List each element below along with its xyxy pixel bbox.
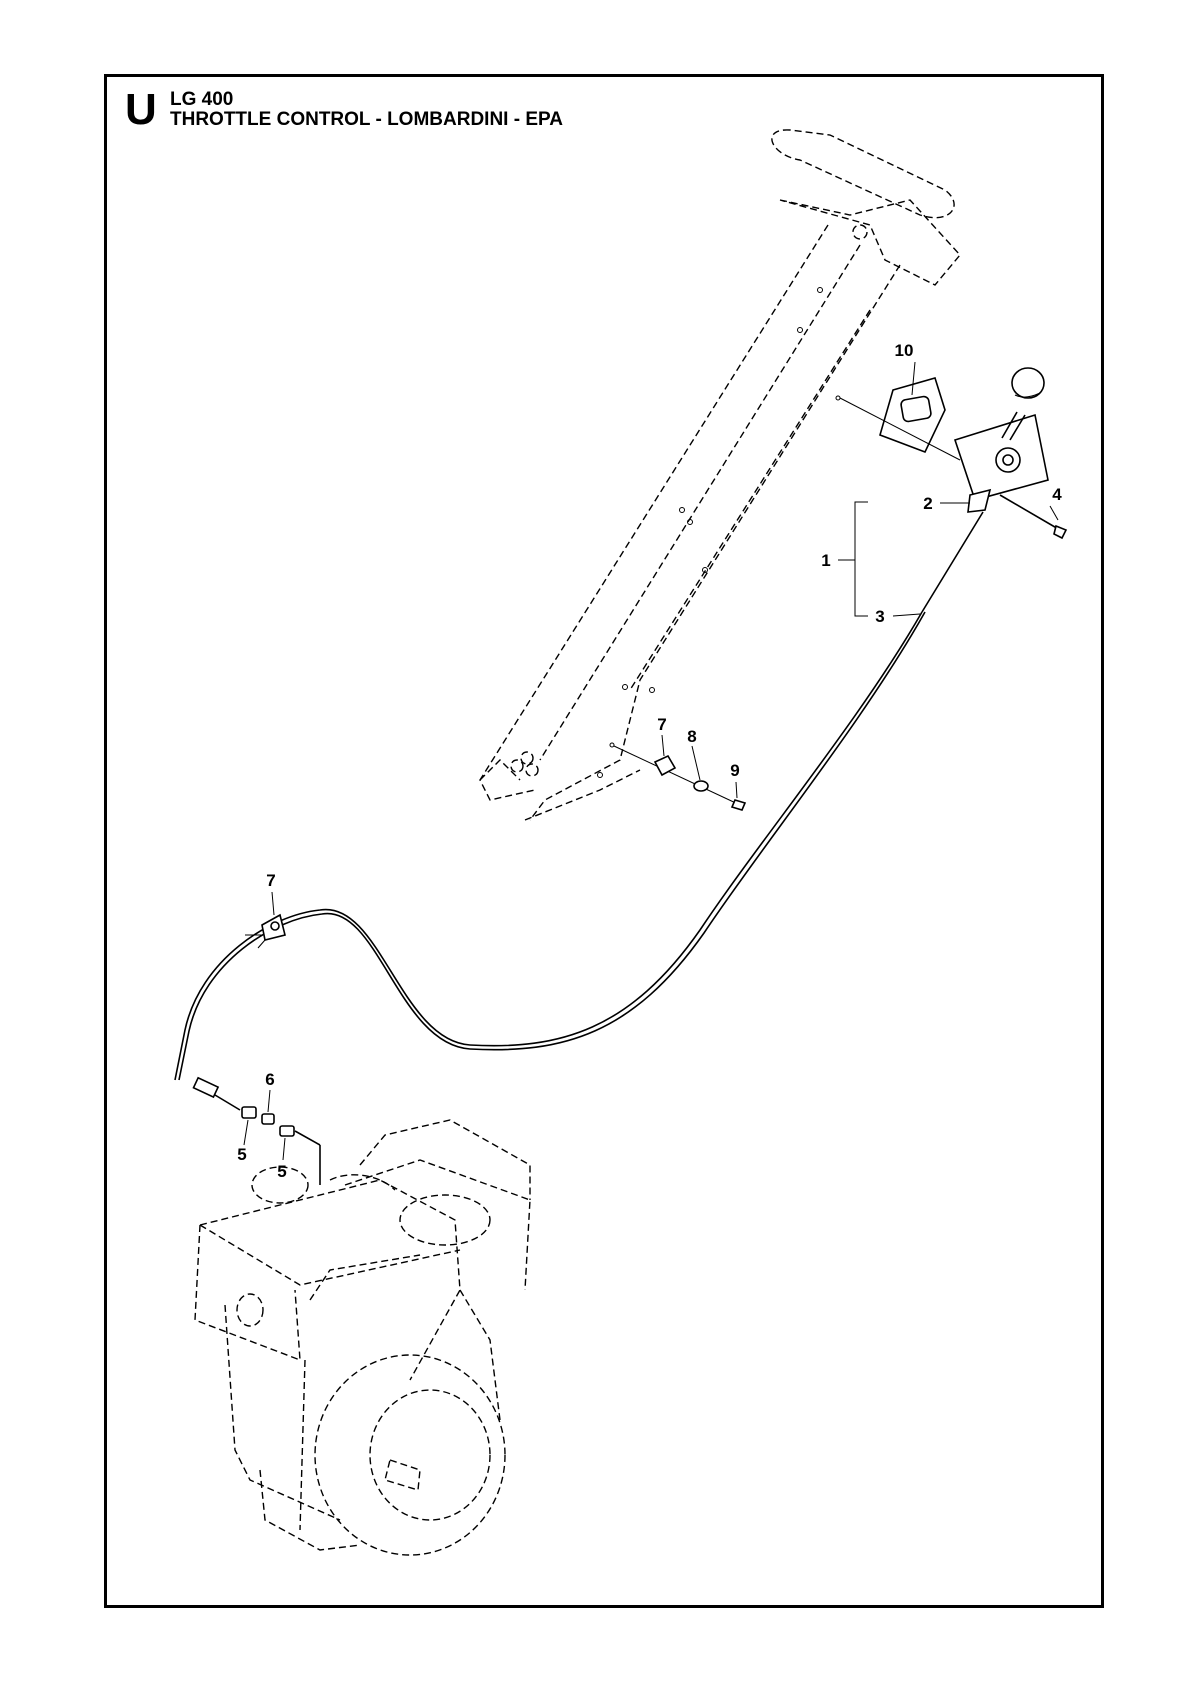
steering-column-phantom <box>479 129 961 821</box>
callout-4: 4 <box>1052 485 1062 504</box>
throttle-lever <box>953 367 1049 513</box>
mounting-plate <box>835 377 961 461</box>
diagram-frame <box>104 74 1104 1608</box>
cable-end-fittings <box>241 1106 321 1185</box>
cable-clip <box>245 913 286 949</box>
throttle-cable <box>174 511 984 1111</box>
leader-lines <box>243 361 1059 1161</box>
callout-1: 1 <box>821 551 830 570</box>
fastener-set <box>609 742 747 811</box>
callout-9: 9 <box>730 761 739 780</box>
callout-2: 2 <box>923 494 932 513</box>
callout-8: 8 <box>687 727 696 746</box>
callout-5-left: 5 <box>237 1145 246 1164</box>
model-title: LG 400 <box>170 89 234 110</box>
callout-7-upper: 7 <box>657 715 666 734</box>
sheet-title: THROTTLE CONTROL - LOMBARDINI - EPA <box>170 109 563 130</box>
callout-3: 3 <box>875 607 884 626</box>
callout-6: 6 <box>265 1070 274 1089</box>
engine-phantom <box>194 1119 531 1556</box>
callout-10: 10 <box>895 341 914 360</box>
screw-part-4 <box>999 494 1068 540</box>
callout-labels: 10 2 4 1 3 7 8 9 7 6 5 5 <box>237 341 1062 1181</box>
section-letter: U <box>125 85 157 134</box>
callout-7-lower: 7 <box>266 871 275 890</box>
callout-5-right: 5 <box>277 1162 286 1181</box>
